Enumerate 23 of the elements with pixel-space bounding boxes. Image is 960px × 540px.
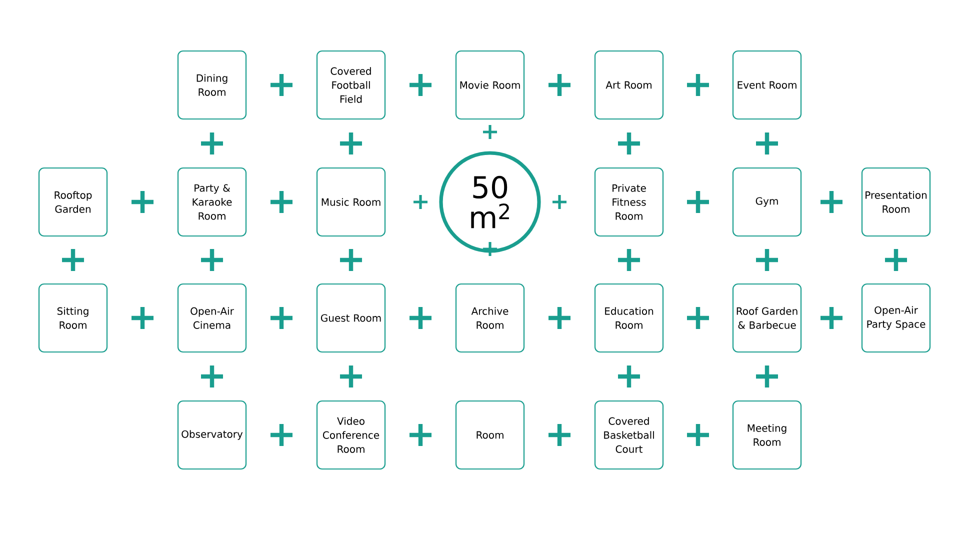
room-box: Archive Room xyxy=(455,283,525,353)
room-box: Dining Room xyxy=(177,50,247,120)
room-box: Covered Basketball Court xyxy=(594,400,664,470)
room-box: Rooftop Garden xyxy=(38,167,108,237)
room-box: Video Conference Room xyxy=(316,400,386,470)
room-box: Open-Air Party Space xyxy=(861,283,931,353)
room-box: Presentation Room xyxy=(861,167,931,237)
room-box: Observatory xyxy=(177,400,247,470)
room-box: Private Fitness Room xyxy=(594,167,664,237)
room-box: Covered Football Field xyxy=(316,50,386,120)
room-box: Roof Garden & Barbecue xyxy=(732,283,802,353)
room-box: Art Room xyxy=(594,50,664,120)
room-box: Party & Karaoke Room xyxy=(177,167,247,237)
room-box: Movie Room xyxy=(455,50,525,120)
room-box: Gym xyxy=(732,167,802,237)
room-box: Event Room xyxy=(732,50,802,120)
room-box: Meeting Room xyxy=(732,400,802,470)
room-box: Open-Air Cinema xyxy=(177,283,247,353)
room-box: Room xyxy=(455,400,525,470)
room-box: Music Room xyxy=(316,167,386,237)
room-box: Education Room xyxy=(594,283,664,353)
room-box: Guest Room xyxy=(316,283,386,353)
room-box: Sitting Room xyxy=(38,283,108,353)
